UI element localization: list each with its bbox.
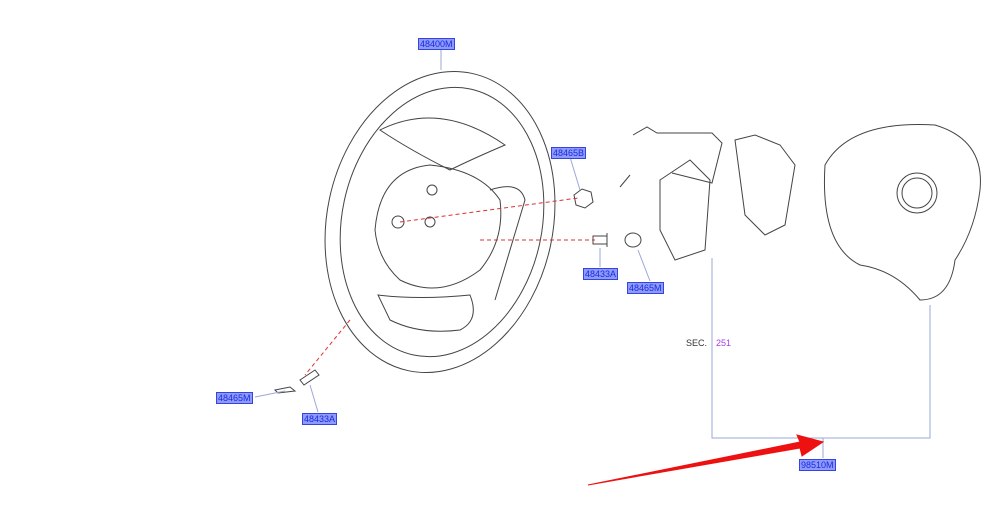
section-link-251[interactable]: 251 xyxy=(716,338,732,348)
bolt-drawing xyxy=(592,233,608,247)
part-label-98510M[interactable]: 98510M xyxy=(799,459,836,471)
part-label-48465B[interactable]: 48465B xyxy=(551,147,587,159)
switch-left-drawing xyxy=(659,159,711,261)
cap-drawing xyxy=(624,232,642,248)
part-label-48433A[interactable]: 48433A xyxy=(583,268,619,280)
bottom-bolt-drawing xyxy=(273,369,320,394)
red-arrow xyxy=(587,434,825,486)
harness-drawing xyxy=(619,126,723,188)
section-prefix: SEC. xyxy=(686,338,708,348)
part-label-48400M[interactable]: 48400M xyxy=(418,38,455,50)
part-label-48465M[interactable]: 48465M xyxy=(627,282,664,294)
part-label-48465M-lower[interactable]: 48465M xyxy=(216,392,253,404)
nut-drawing xyxy=(573,188,594,209)
part-label-48433A-lower[interactable]: 48433A xyxy=(302,413,338,425)
airbag-drawing xyxy=(823,124,981,301)
steering-wheel-drawing xyxy=(324,70,556,374)
switch-right-drawing xyxy=(734,134,796,236)
